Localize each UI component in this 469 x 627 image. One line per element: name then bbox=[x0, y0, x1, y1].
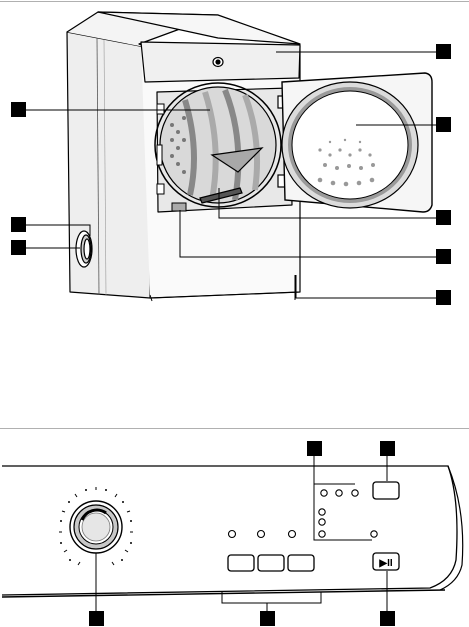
dryer-drum bbox=[155, 83, 281, 207]
option-led bbox=[258, 531, 265, 538]
display-led bbox=[321, 490, 327, 496]
start-pause-symbol: ▶II bbox=[378, 558, 392, 569]
display-led bbox=[336, 490, 342, 496]
option-buttons bbox=[228, 555, 314, 571]
callout-marker bbox=[11, 102, 26, 117]
option-led bbox=[229, 531, 236, 538]
display-led bbox=[352, 490, 358, 496]
dryer-door-open bbox=[282, 73, 432, 212]
option-button[interactable] bbox=[228, 555, 254, 571]
callout-marker bbox=[380, 611, 395, 626]
callout-marker bbox=[436, 44, 451, 59]
callout-marker bbox=[436, 249, 451, 264]
callout-marker bbox=[260, 611, 275, 626]
callout-marker bbox=[307, 441, 322, 456]
condenser-access-cover bbox=[76, 231, 92, 267]
callout-marker bbox=[89, 611, 104, 626]
callout-marker bbox=[436, 210, 451, 225]
callout-marker bbox=[11, 217, 26, 232]
option-led bbox=[289, 531, 296, 538]
callout-marker bbox=[380, 441, 395, 456]
delay-start-button[interactable] bbox=[373, 482, 399, 499]
display-led bbox=[319, 509, 325, 515]
callout-marker bbox=[11, 240, 26, 255]
option-button[interactable] bbox=[288, 555, 314, 571]
water-container-handle bbox=[172, 203, 186, 211]
display-led bbox=[371, 531, 377, 537]
display-led bbox=[319, 531, 325, 537]
display-led bbox=[319, 519, 325, 525]
callout-marker bbox=[436, 290, 451, 305]
option-button[interactable] bbox=[258, 555, 284, 571]
callout-marker bbox=[436, 117, 451, 132]
